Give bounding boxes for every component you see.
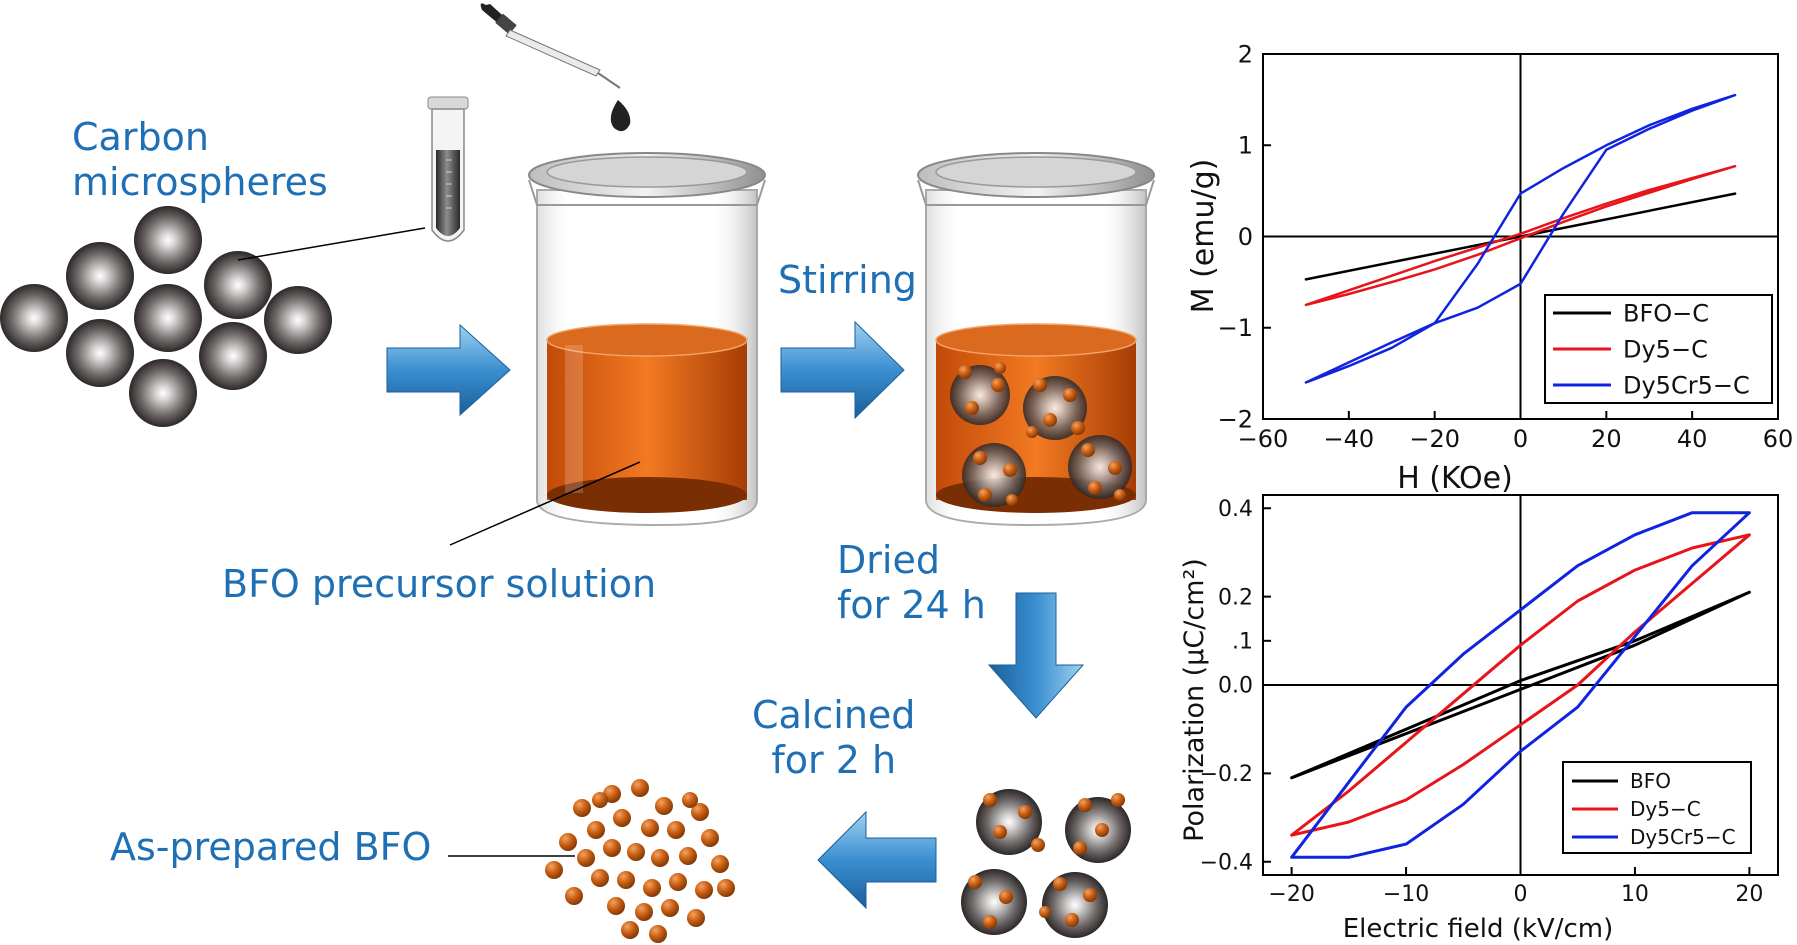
chart1-legend: BFO−C Dy5−C Dy5Cr5−C <box>1544 294 1773 404</box>
chart2-xlabel: Electric field (kV/cm) <box>1343 914 1614 944</box>
legend-label-1: Dy5−C <box>1630 797 1701 821</box>
x-tick-label: −60 <box>1238 425 1289 453</box>
series-loop-1 <box>1290 533 1751 837</box>
stirring-label: Stirring <box>778 258 917 302</box>
legend-label-2: Dy5Cr5−C <box>1623 371 1750 399</box>
y-tick-label: 0.2 <box>1218 585 1253 610</box>
y-tick-label: −2 <box>1218 405 1253 433</box>
legend-label-0: BFO <box>1630 769 1671 793</box>
y-tick-label: 1 <box>1238 132 1253 160</box>
test-tube-icon <box>427 96 469 242</box>
y-tick-label: 2 <box>1238 40 1253 68</box>
legend-label-2: Dy5Cr5−C <box>1630 825 1736 849</box>
y-tick-label: .1 <box>1232 630 1253 655</box>
arrow-stirring-icon <box>780 320 905 420</box>
carbon-leader-line <box>237 227 426 261</box>
x-tick-label: 0 <box>1513 425 1528 453</box>
series-loop-2 <box>1304 93 1737 384</box>
x-tick-label: −40 <box>1324 425 1375 453</box>
chart2-legend: BFO Dy5−C Dy5Cr5−C <box>1562 761 1752 854</box>
x-tick-label: −20 <box>1268 882 1314 907</box>
arrow-to-precursor-icon <box>386 323 511 417</box>
y-tick-label: −0.4 <box>1200 850 1253 875</box>
carbon-microspheres-cluster <box>0 206 332 427</box>
series-loop-0 <box>1304 192 1737 281</box>
bfo-particles-cluster <box>545 779 735 943</box>
coated-spheres-icon <box>961 789 1131 938</box>
chart1-xlabel: H (KOe) <box>1397 461 1513 496</box>
beaker-stirred-icon <box>917 152 1155 527</box>
x-tick-label: −10 <box>1383 882 1429 907</box>
calcined-label-line2: for 2 h <box>771 737 897 782</box>
series-loop-1 <box>1304 164 1737 307</box>
chart2-ylabel: Polarization (μC/cm²) <box>1179 558 1210 842</box>
x-tick-label: 20 <box>1591 425 1622 453</box>
dried-label: Dried for 24 h <box>837 538 986 628</box>
arrow-calcined-icon <box>817 810 937 910</box>
y-tick-label: 0.4 <box>1218 497 1253 522</box>
x-tick-label: 0 <box>1514 882 1528 907</box>
series-loop-2 <box>1290 511 1751 859</box>
carbon-label-line2: microspheres <box>72 159 328 204</box>
calcined-label: Calcined for 2 h <box>752 693 915 783</box>
legend-label-1: Dy5−C <box>1623 335 1708 363</box>
calcined-label-line1: Calcined <box>752 693 916 737</box>
carbon-microspheres-label: Carbon microspheres <box>72 115 328 205</box>
mh-hysteresis-chart: −60 −40 −20 0 20 40 60 −2 −1 0 1 2 BFO−C Dy5−C Dy5Cr5… <box>1186 40 1793 496</box>
dropper-icon <box>480 3 631 132</box>
precursor-leader-line <box>449 461 641 546</box>
dried-label-line1: Dried <box>837 538 940 582</box>
x-tick-label: 60 <box>1763 425 1794 453</box>
dried-label-line2: for 24 h <box>837 582 986 627</box>
y-tick-label: 0.0 <box>1218 674 1253 699</box>
legend-label-0: BFO−C <box>1623 299 1709 327</box>
pe-hysteresis-chart: −20 −10 0 10 20 −0.4 −0.2 0.0 .1 0.2 0.4 BFO Dy5−C D… <box>1179 494 1779 944</box>
beaker-precursor-icon <box>528 152 766 527</box>
x-tick-label: 20 <box>1735 882 1763 907</box>
carbon-label-line1: Carbon <box>72 115 209 159</box>
as-prepared-bfo-label: As-prepared BFO <box>110 825 432 869</box>
y-tick-label: −1 <box>1218 314 1253 342</box>
series-loop-0 <box>1290 590 1751 780</box>
x-tick-label: 10 <box>1621 882 1649 907</box>
x-tick-label: −20 <box>1409 425 1460 453</box>
arrow-dried-icon <box>987 592 1085 719</box>
x-tick-label: 40 <box>1677 425 1708 453</box>
bfo-precursor-label: BFO precursor solution <box>222 562 657 606</box>
y-tick-label: 0 <box>1238 223 1253 251</box>
chart1-ylabel: M (emu/g) <box>1186 159 1221 314</box>
y-tick-label: −0.2 <box>1200 762 1253 787</box>
